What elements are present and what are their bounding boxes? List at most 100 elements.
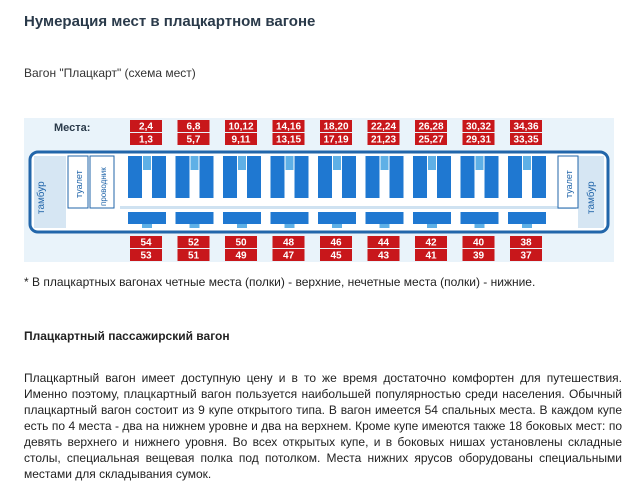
compartment-upper-6-box <box>367 120 400 132</box>
compartment-upper-1: 2,4 <box>139 122 153 133</box>
side-upper-6: 44 <box>378 238 390 249</box>
side-table-2 <box>189 224 200 228</box>
berth-left-7 <box>413 156 427 198</box>
compartment-lower-5-box <box>320 133 352 145</box>
side-berth-8 <box>460 212 499 224</box>
right-toilet-label: туалет <box>564 170 574 198</box>
berth-left-8 <box>460 156 475 198</box>
compartment-lower-8: 29,31 <box>466 135 491 146</box>
side-lower-6: 43 <box>378 251 390 262</box>
compartment-labels: 2,41,36,85,710,129,1114,1613,1518,2017,1… <box>130 120 542 146</box>
side-lower-1: 53 <box>140 251 152 262</box>
compartment-lower-1-box <box>130 133 162 145</box>
side-upper-8-box <box>462 236 495 248</box>
side-lower-9: 37 <box>520 251 532 262</box>
compartment-upper-4-box <box>272 120 305 132</box>
page-title: Нумерация мест в плацкартном вагоне <box>24 13 316 30</box>
seat-blocks <box>128 156 546 228</box>
conductor-label: проводник <box>99 167 108 206</box>
description-paragraph: Плацкартный вагон имеет доступную цену и… <box>24 371 622 481</box>
compartment-lower-8-box <box>462 133 495 145</box>
berth-left-4 <box>270 156 285 198</box>
side-upper-5: 46 <box>330 238 342 249</box>
side-table-5 <box>332 224 342 228</box>
side-berth-9 <box>508 212 546 224</box>
side-table-8 <box>474 224 485 228</box>
side-berth-6 <box>365 212 404 224</box>
compartment-lower-1: 1,3 <box>139 135 153 146</box>
side-upper-9-box <box>510 236 542 248</box>
berth-right-7 <box>437 156 451 198</box>
side-lower-3-box <box>225 249 257 261</box>
compartment-upper-5: 18,20 <box>323 122 348 133</box>
compartment-lower-4-box <box>272 133 305 145</box>
compartment-lower-3: 9,11 <box>232 135 251 146</box>
compartment-lower-9: 33,35 <box>513 135 538 146</box>
compartment-upper-8: 30,32 <box>466 122 491 133</box>
table-4 <box>285 156 294 170</box>
table-7 <box>428 156 436 170</box>
berth-left-1 <box>128 156 142 198</box>
compartment-lower-5: 17,19 <box>323 135 348 146</box>
berth-right-3 <box>247 156 261 198</box>
side-berth-7 <box>413 212 451 224</box>
car-scheme-svg: Места: 2,41,36,85,710,129,1114,1613,1518… <box>28 120 610 262</box>
side-berth-3 <box>223 212 261 224</box>
seats-label: Места: <box>54 122 90 134</box>
side-upper-7: 42 <box>425 238 437 249</box>
side-upper-8: 40 <box>473 238 485 249</box>
side-lower-7: 41 <box>425 251 437 262</box>
compartment-lower-2-box <box>177 133 210 145</box>
side-lower-3: 49 <box>235 251 247 262</box>
side-table-1 <box>142 224 152 228</box>
compartment-lower-3-box <box>225 133 257 145</box>
compartment-upper-4: 14,16 <box>276 122 301 133</box>
side-lower-9-box <box>510 249 542 261</box>
side-table-7 <box>427 224 437 228</box>
side-table-4 <box>284 224 295 228</box>
side-lower-4: 47 <box>283 251 295 262</box>
side-upper-3: 50 <box>235 238 247 249</box>
berth-left-5 <box>318 156 332 198</box>
compartment-upper-6: 22,24 <box>371 122 396 133</box>
berth-right-2 <box>199 156 214 198</box>
table-5 <box>333 156 341 170</box>
side-upper-5-box <box>320 236 352 248</box>
compartment-lower-6-box <box>367 133 400 145</box>
compartment-upper-3-box <box>225 120 257 132</box>
compartment-upper-8-box <box>462 120 495 132</box>
side-lower-7-box <box>415 249 447 261</box>
compartment-upper-3: 10,12 <box>228 122 253 133</box>
compartment-upper-1-box <box>130 120 162 132</box>
compartment-upper-2: 6,8 <box>187 122 201 133</box>
side-lower-2: 51 <box>188 251 200 262</box>
side-upper-2-box <box>177 236 210 248</box>
table-9 <box>523 156 531 170</box>
table-2 <box>190 156 199 170</box>
left-end-zone <box>34 156 66 228</box>
side-upper-9: 38 <box>520 238 532 249</box>
side-berth-5 <box>318 212 356 224</box>
scheme-subtitle: Вагон "Плацкарт" (схема мест) <box>24 66 196 80</box>
berth-left-9 <box>508 156 522 198</box>
right-end-zone <box>578 156 604 228</box>
side-upper-2: 52 <box>188 238 200 249</box>
seat-parity-note: * В плацкартных вагонах четные места (по… <box>24 275 536 289</box>
compartment-lower-7: 25,27 <box>418 135 443 146</box>
left-toilet-label: туалет <box>74 170 84 198</box>
side-lower-8-box <box>462 249 495 261</box>
berth-right-5 <box>342 156 356 198</box>
compartment-lower-9-box <box>510 133 542 145</box>
side-upper-3-box <box>225 236 257 248</box>
side-lower-8: 39 <box>473 251 485 262</box>
side-table-6 <box>379 224 390 228</box>
side-upper-6-box <box>367 236 400 248</box>
berth-right-6 <box>389 156 404 198</box>
compartment-lower-7-box <box>415 133 447 145</box>
right-toilet-box <box>557 155 579 209</box>
aisle <box>120 206 576 209</box>
berth-right-4 <box>294 156 309 198</box>
left-tambour-label: тамбур <box>35 181 47 214</box>
